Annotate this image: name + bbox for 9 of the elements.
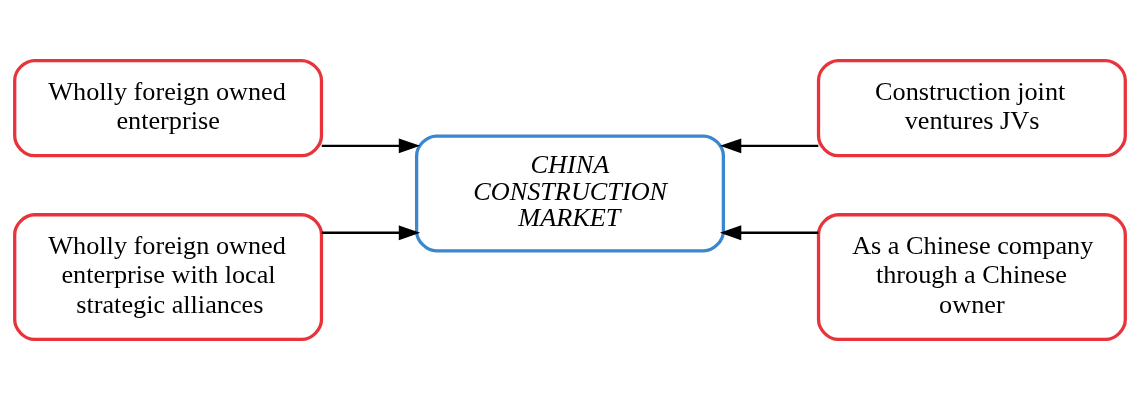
arrow (321, 138, 421, 154)
node-box: CHINA CONSTRUCTION MARKET (415, 134, 725, 253)
arrow (719, 138, 819, 154)
arrow (719, 225, 819, 241)
node-box: Wholly foreign owned enterprise (13, 58, 324, 158)
node-box: Wholly foreign owned enterprise with local strategic alliances (13, 213, 324, 342)
arrow (321, 225, 421, 241)
node-box: Construction joint ventures JVs (816, 58, 1127, 158)
node-box: As a Chinese company through a Chinese owner (816, 213, 1127, 342)
